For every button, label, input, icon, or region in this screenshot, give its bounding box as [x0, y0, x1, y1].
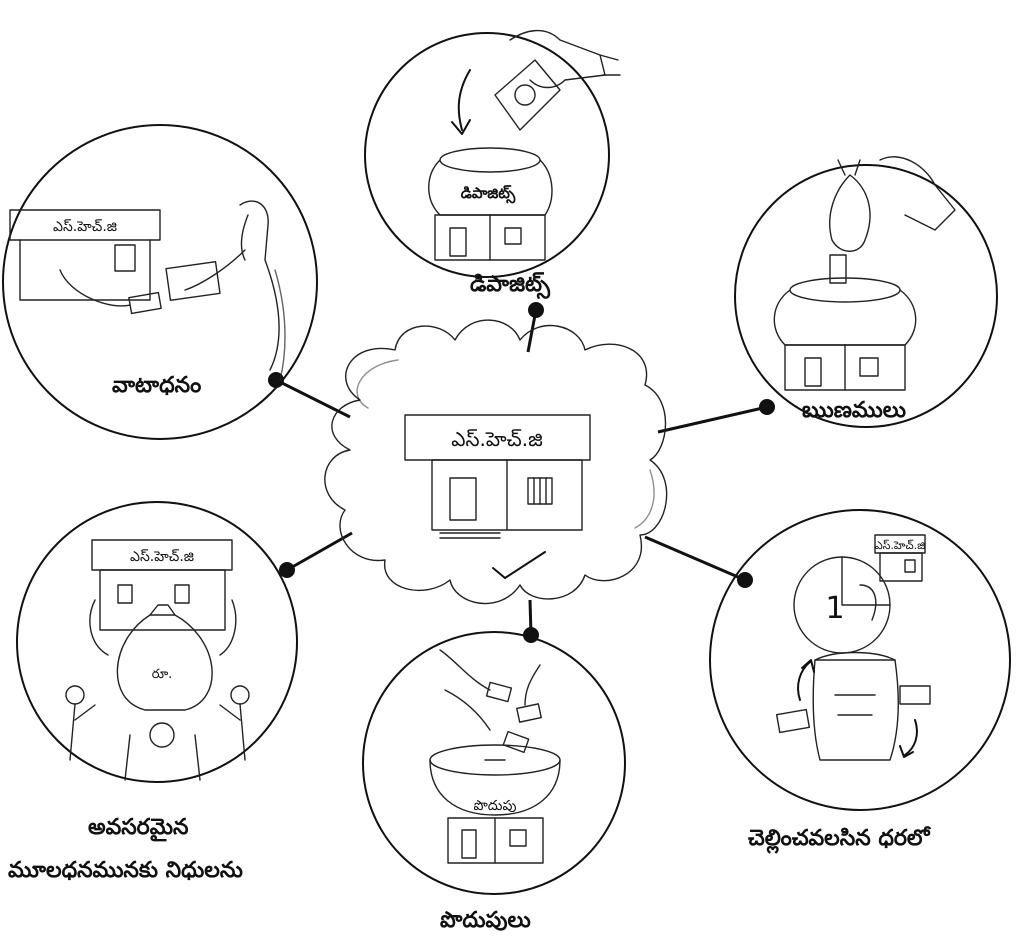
capital-house-sign: ఎస్.హెచ్.జి — [130, 549, 194, 565]
price-house-sign: ఎస్.హెచ్.జి — [875, 539, 925, 552]
payment-house-sign: ఎస్.హెచ్.జి — [53, 219, 117, 235]
caption-price: చెల్లించవలసిన ధరలో — [748, 826, 930, 851]
capital-node: ఎస్.హెచ్.జి రూ. — [16, 501, 298, 783]
savings-node: పొదుపు — [362, 631, 626, 895]
price-illustration: ఎస్.హెచ్.జి 1 — [775, 534, 931, 761]
capital-illustration: ఎస్.హెచ్.జి రూ. — [65, 539, 250, 781]
savings-pot-label: పొదుపు — [474, 798, 517, 814]
deposit-pot-label: డిపాజిట్స్ — [461, 184, 516, 204]
central-cloud — [324, 319, 668, 605]
savings-illustration: పొదుపు — [429, 649, 561, 864]
connector-dot-loans — [759, 399, 775, 415]
connectors — [268, 302, 775, 643]
connector-price — [644, 535, 746, 582]
price-node: ఎస్.హెచ్.జి 1 — [709, 509, 1011, 811]
loans-node — [734, 156, 998, 428]
payment-node: ఎస్.హెచ్.జి — [2, 124, 318, 440]
caption-savings: పొదుపులు — [440, 908, 531, 933]
connector-dot-price — [737, 572, 753, 588]
center-house: ఎస్.హెచ్.జి — [404, 414, 591, 579]
caption-deposit: డిపాజిట్స్ — [470, 272, 550, 297]
capital-bag-label: రూ. — [152, 667, 173, 682]
loans-illustration — [773, 156, 956, 391]
deposit-illustration: డిపాజిట్స్ — [428, 29, 621, 261]
connector-loans — [657, 405, 768, 434]
connector-dot-capital — [279, 562, 295, 578]
svg-text:1: 1 — [825, 591, 844, 626]
caption-loans: ఋణములు — [802, 398, 906, 423]
center-house-sign: ఎస్.హెచ్.జి — [451, 427, 543, 451]
connector-payment — [275, 378, 351, 419]
connector-dot-deposit — [528, 302, 544, 318]
caption-capital-line2: మూలధనమునకు నిధులను — [8, 858, 243, 883]
caption-payment: వాటాధనం — [112, 373, 202, 398]
payment-illustration: ఎస్.హెచ్.జి — [9, 200, 286, 381]
deposit-node: డిపాజిట్స్ — [364, 29, 621, 278]
connector-capital — [286, 531, 353, 572]
caption-capital-line1: అవసరమైన — [88, 815, 189, 840]
